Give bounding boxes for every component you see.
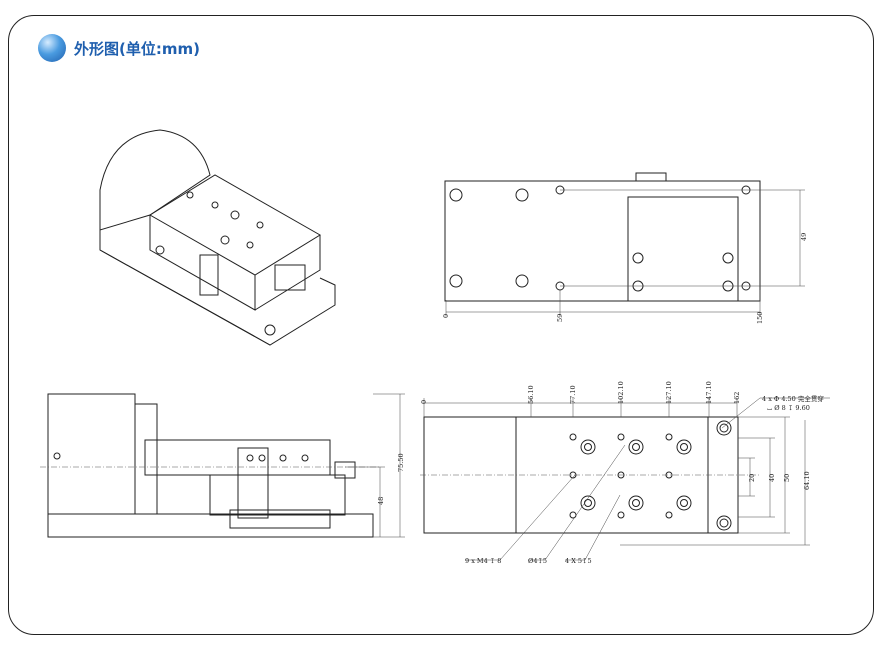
hole <box>676 495 692 511</box>
dim-x-5: 147.10 <box>705 381 713 404</box>
hole <box>628 439 644 455</box>
section-header: 外形图(单位:mm) <box>38 34 200 62</box>
isometric-view <box>99 129 336 346</box>
hole <box>617 433 625 441</box>
dim-base-height: 48 <box>377 497 385 505</box>
callout-through-holes: 4 x Φ 4.50 完全贯穿 <box>762 394 824 403</box>
dim-x-6: 162 <box>733 392 741 404</box>
hole <box>716 420 732 436</box>
bottom-view: 0 56.10 77.10 102.10 127.10 147.10 162 2… <box>420 381 830 565</box>
hole <box>719 518 729 528</box>
dim-height: 49 <box>800 233 808 241</box>
note-m4: 9 x M4 ↧ 8 <box>465 557 501 565</box>
drawing-frame <box>8 15 874 635</box>
dim-x0: 0 <box>442 314 450 318</box>
callout-counterbore: ⌴ Ø 8 ↧ 9.60 <box>767 404 810 412</box>
dim-y-20: 20 <box>748 474 756 482</box>
note-5: 4 X 5↧5 <box>565 557 592 565</box>
section-title: 外形图(单位:mm) <box>74 39 200 58</box>
hole <box>665 471 673 479</box>
top-view: 49 0 59 150 <box>442 172 808 324</box>
hole <box>569 471 577 479</box>
hole <box>617 471 625 479</box>
hole <box>617 511 625 519</box>
hole <box>680 443 688 451</box>
dim-x2: 150 <box>756 312 764 324</box>
hole <box>628 495 644 511</box>
dim-x-4: 127.10 <box>665 381 673 404</box>
hole <box>584 499 592 507</box>
hole <box>665 511 673 519</box>
side-view: 75.50 48 <box>40 393 405 538</box>
dim-y-64: 64.10 <box>803 471 811 490</box>
hole <box>676 439 692 455</box>
hole <box>719 423 729 433</box>
hole <box>632 443 640 451</box>
dim-x-3: 102.10 <box>617 381 625 404</box>
dim-x-1: 56.10 <box>527 385 535 404</box>
dim-y-50: 50 <box>783 474 791 482</box>
note-d4: Ø4↧5 <box>528 557 547 565</box>
hole <box>665 433 673 441</box>
dim-y-40: 40 <box>768 474 776 482</box>
hole <box>680 499 688 507</box>
dim-x-0: 0 <box>420 400 428 404</box>
hole <box>584 443 592 451</box>
dim-overall-height: 75.50 <box>397 453 405 472</box>
hole <box>580 439 596 455</box>
hole <box>632 499 640 507</box>
hole <box>716 515 732 531</box>
dim-x1: 59 <box>556 314 564 322</box>
blue-sphere-icon <box>38 34 66 62</box>
hole <box>569 433 577 441</box>
dim-x-2: 77.10 <box>569 385 577 404</box>
hole <box>580 495 596 511</box>
